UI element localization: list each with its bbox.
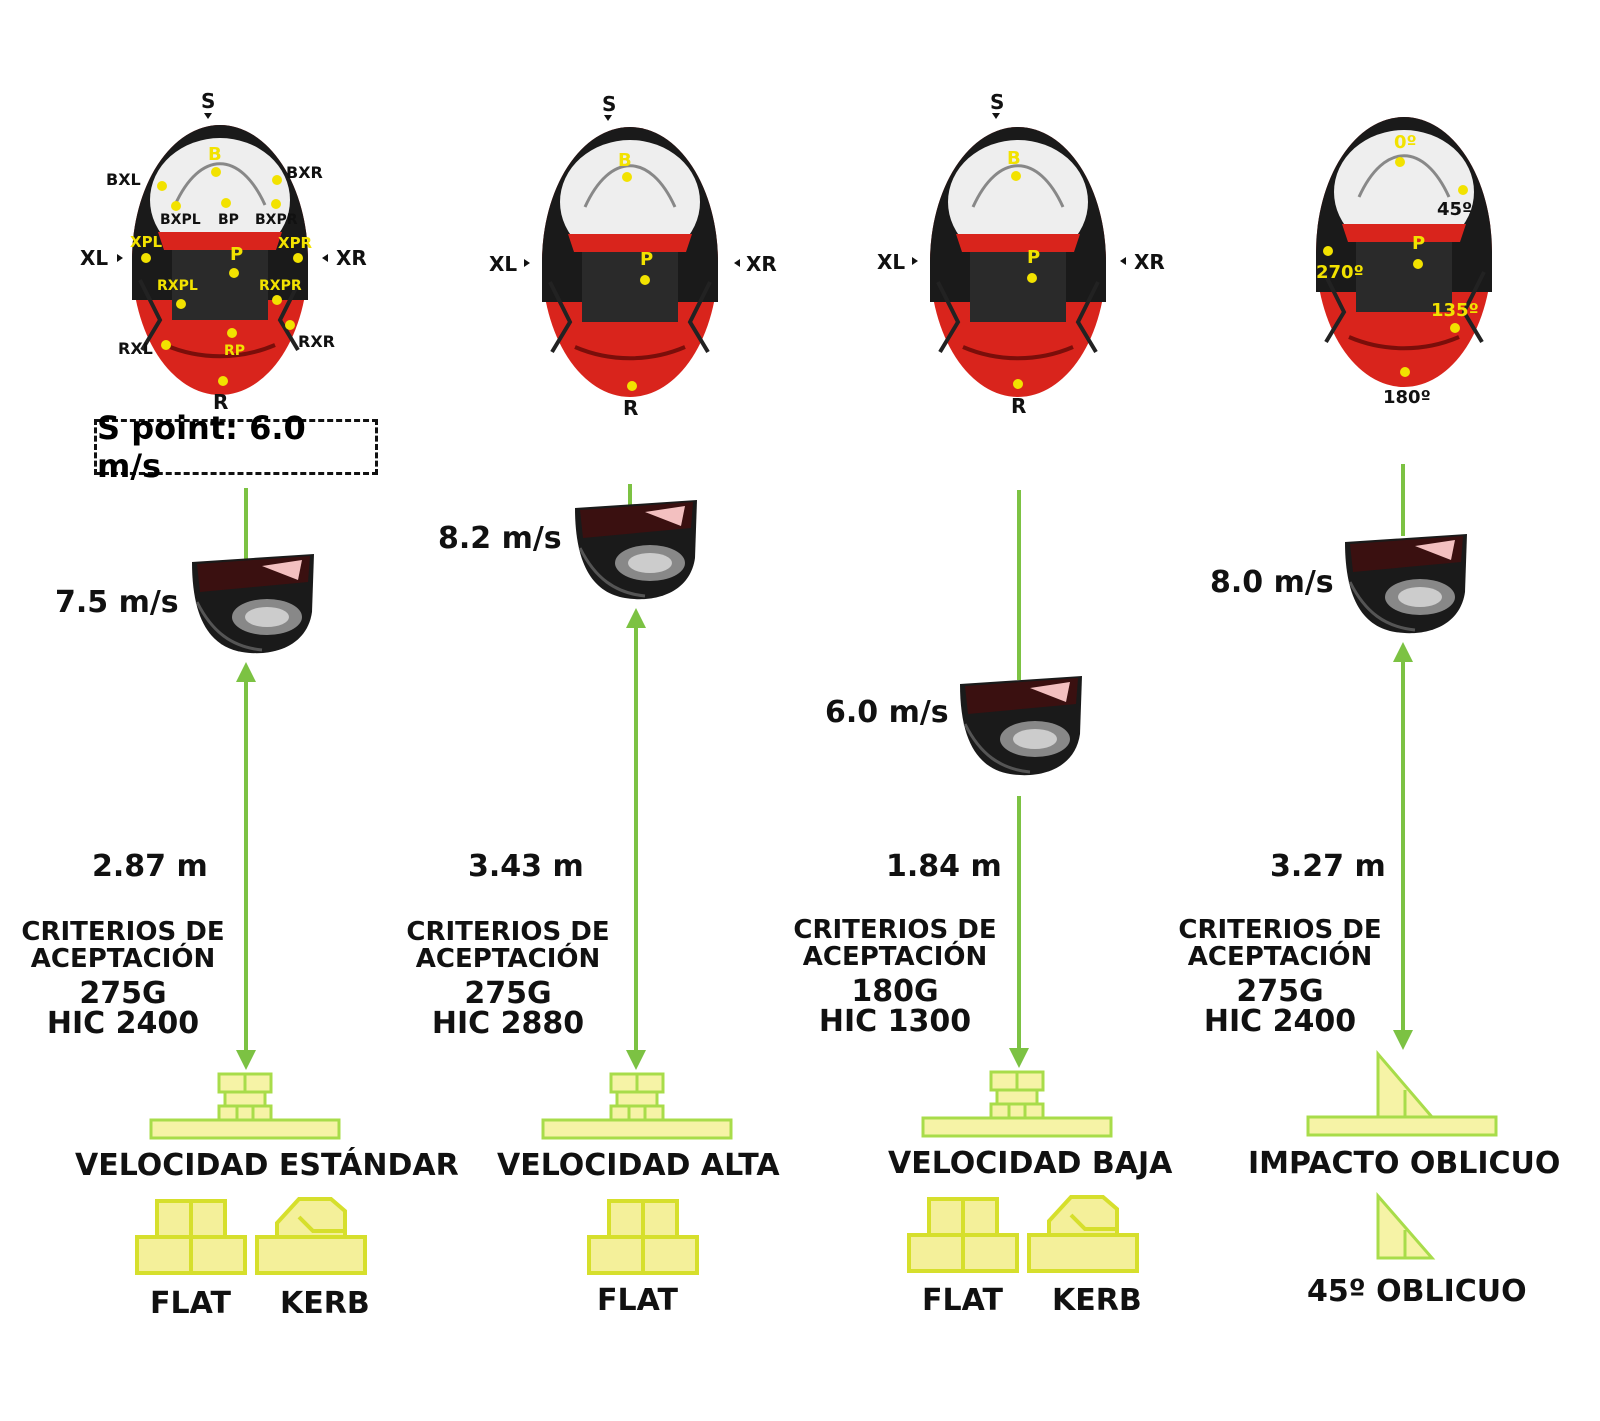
criteria-peak-g: 180G <box>851 974 939 1009</box>
point-label-p: P <box>230 244 244 265</box>
impact-speed-2: 8.2 m/s <box>438 521 562 556</box>
test-title-2: VELOCIDAD ALTA <box>497 1148 780 1183</box>
drop-anvil-1 <box>149 1072 341 1140</box>
criteria-hic: HIC 2880 <box>431 1006 585 1041</box>
impact-speed-1: 7.5 m/s <box>55 585 179 620</box>
criteria-heading-line1: CRITERIOS DE <box>406 917 610 947</box>
angle-label-45: 45º <box>1437 199 1473 220</box>
criteria-heading-line1: CRITERIOS DE <box>1178 915 1382 945</box>
kerb-anvil-3 <box>1027 1195 1139 1273</box>
criteria-heading-line1: CRITERIOS DE <box>793 915 997 945</box>
point-label-r: R <box>623 396 639 420</box>
point-label-rp: RP <box>224 343 246 359</box>
flat-anvil-2 <box>587 1199 699 1275</box>
criteria-peak-g: 275G <box>1236 974 1324 1009</box>
anvil-label-kerb-3: KERB <box>1052 1283 1142 1318</box>
point-label-xr: XR <box>746 252 777 276</box>
helmet-side-view-4 <box>1343 532 1469 635</box>
drop-height-3: 1.84 m <box>886 849 1002 884</box>
impact-points-4 <box>1323 157 1468 377</box>
drop-height-4: 3.27 m <box>1270 849 1386 884</box>
point-label-rxr: RXR <box>298 332 335 351</box>
criteria-heading-line2: ACEPTACIÓN <box>30 944 216 974</box>
point-label-r: R <box>1011 394 1027 418</box>
criteria-hic: HIC 2400 <box>1203 1004 1357 1039</box>
point-label-xl: XL <box>489 252 518 276</box>
criteria-heading-line2: ACEPTACIÓN <box>802 942 988 972</box>
point-label-bxpr: BXPR <box>255 212 298 228</box>
flat-anvil-3 <box>907 1197 1019 1273</box>
anvil-label-flat-3: FLAT <box>922 1283 1003 1318</box>
criteria-heading-line2: ACEPTACIÓN <box>1187 942 1373 972</box>
acceptance-criteria-3: CRITERIOS DE ACEPTACIÓN 180G HIC 1300 <box>765 917 1025 1037</box>
angle-label-0: 0º <box>1394 132 1417 153</box>
oblique-45-anvil-4 <box>1376 1191 1436 1260</box>
criteria-hic: HIC 2400 <box>46 1006 200 1041</box>
acceptance-criteria-4: CRITERIOS DE ACEPTACIÓN 275G HIC 2400 <box>1150 917 1410 1037</box>
acceptance-criteria-1: CRITERIOS DE ACEPTACIÓN 275G HIC 2400 <box>0 919 253 1039</box>
acceptance-criteria-2: CRITERIOS DE ACEPTACIÓN 275G HIC 2880 <box>378 919 638 1039</box>
kerb-anvil-1 <box>255 1197 367 1275</box>
helmet-side-view-3 <box>958 674 1084 777</box>
helmet-side-view-2 <box>573 498 699 601</box>
point-label-s: S <box>990 90 1005 114</box>
point-label-p: P <box>640 249 654 270</box>
point-label-xl: XL <box>877 250 906 274</box>
point-label-xr: XR <box>1134 250 1165 274</box>
point-label-rxpl: RXPL <box>157 278 198 294</box>
point-label-p: P <box>1412 233 1426 254</box>
anvil-label-flat-2: FLAT <box>597 1283 678 1318</box>
point-label-rxl: RXL <box>118 339 153 358</box>
anvil-label-flat-1: FLAT <box>150 1286 231 1321</box>
angle-label-270: 270º <box>1316 262 1364 283</box>
point-label-bxpl: BXPL <box>160 212 201 228</box>
point-label-xpl: XPL <box>130 233 163 251</box>
point-label-b: B <box>1007 148 1021 169</box>
helmet-top-view-1 <box>130 123 310 397</box>
point-label-bxl: BXL <box>106 170 141 189</box>
criteria-peak-g: 275G <box>79 976 167 1011</box>
s-point-note: S point: 6.0 m/s <box>94 409 378 485</box>
impact-speed-4: 8.0 m/s <box>1210 565 1334 600</box>
helmet-top-view-4 <box>1314 115 1494 389</box>
helmet-side-view-1 <box>190 552 316 655</box>
point-label-p: P <box>1027 247 1041 268</box>
criteria-heading-line2: ACEPTACIÓN <box>415 944 601 974</box>
point-label-xl: XL <box>80 246 109 270</box>
point-label-s: S <box>602 92 617 116</box>
point-label-rxpr: RXPR <box>259 278 302 294</box>
oblique-anvil-4 <box>1306 1049 1498 1137</box>
angle-label-180: 180º <box>1383 387 1431 408</box>
point-label-bxr: BXR <box>286 163 323 182</box>
criteria-peak-g: 275G <box>464 976 552 1011</box>
point-label-s: S <box>201 89 216 113</box>
point-label-b: B <box>618 150 632 171</box>
criteria-hic: HIC 1300 <box>818 1004 972 1039</box>
impact-points-3 <box>1011 171 1037 389</box>
test-title-1: VELOCIDAD ESTÁNDAR <box>75 1148 459 1183</box>
criteria-heading-line1: CRITERIOS DE <box>21 917 225 947</box>
drop-height-2: 3.43 m <box>468 849 584 884</box>
flat-anvil-1 <box>135 1199 247 1275</box>
impact-points-1 <box>141 167 303 386</box>
point-label-xpr: XPR <box>278 234 313 252</box>
impact-speed-3: 6.0 m/s <box>825 695 949 730</box>
impact-points-2 <box>622 172 650 391</box>
test-title-3: VELOCIDAD BAJA <box>888 1146 1173 1181</box>
angle-label-135: 135º <box>1431 300 1479 321</box>
point-label-bp: BP <box>218 212 239 228</box>
test-title-4: IMPACTO OBLICUO <box>1248 1146 1561 1181</box>
drop-anvil-3 <box>921 1070 1113 1138</box>
drop-height-1: 2.87 m <box>92 849 208 884</box>
anvil-label-kerb-1: KERB <box>280 1286 370 1321</box>
direction-markers <box>117 113 1126 267</box>
anvil-label-oblique-4: 45º OBLICUO <box>1307 1274 1527 1309</box>
point-label-r: R <box>213 390 229 414</box>
drop-anvil-2 <box>541 1072 733 1140</box>
point-label-b: B <box>208 144 222 165</box>
point-label-xr: XR <box>336 246 367 270</box>
